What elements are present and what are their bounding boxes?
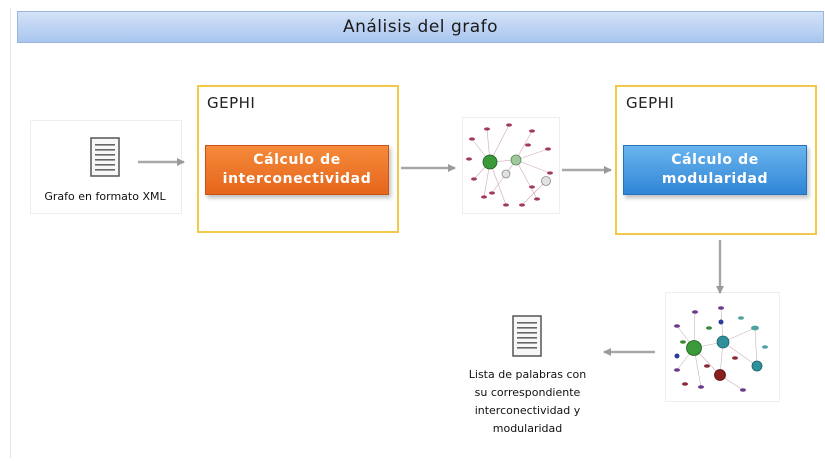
- gephi-label-left: GEPHI: [207, 94, 256, 112]
- modularity-line2: modularidad: [661, 171, 769, 187]
- output-caption: Lista de palabras con su correspondiente…: [440, 366, 615, 438]
- modularity-step: Cálculo de modularidad: [623, 145, 807, 195]
- graph-panel-1: [462, 117, 560, 214]
- output-caption-line1: Lista de palabras con: [468, 368, 587, 381]
- modularity-line1: Cálculo de: [671, 152, 759, 168]
- diagram-title: Análisis del grafo: [342, 17, 499, 37]
- title-bar: Análisis del grafo: [17, 11, 824, 43]
- output-caption-line3: interconectividad y: [474, 404, 581, 417]
- gephi-label-right: GEPHI: [626, 94, 675, 112]
- input-caption: Grafo en formato XML: [44, 190, 166, 203]
- output-document-icon: [512, 315, 542, 357]
- output-caption-line4: modularidad: [492, 422, 563, 435]
- output-caption-line2: su correspondiente: [474, 386, 581, 399]
- network-graph-icon-2: [674, 306, 768, 392]
- interconnectivity-line1: Cálculo de: [253, 152, 341, 168]
- diagram-frame: [10, 8, 824, 458]
- interconnectivity-line2: interconectividad: [222, 171, 372, 187]
- input-document-icon: [90, 137, 120, 177]
- interconnectivity-step: Cálculo de interconectividad: [205, 145, 389, 195]
- network-graph-icon-1: [466, 123, 553, 207]
